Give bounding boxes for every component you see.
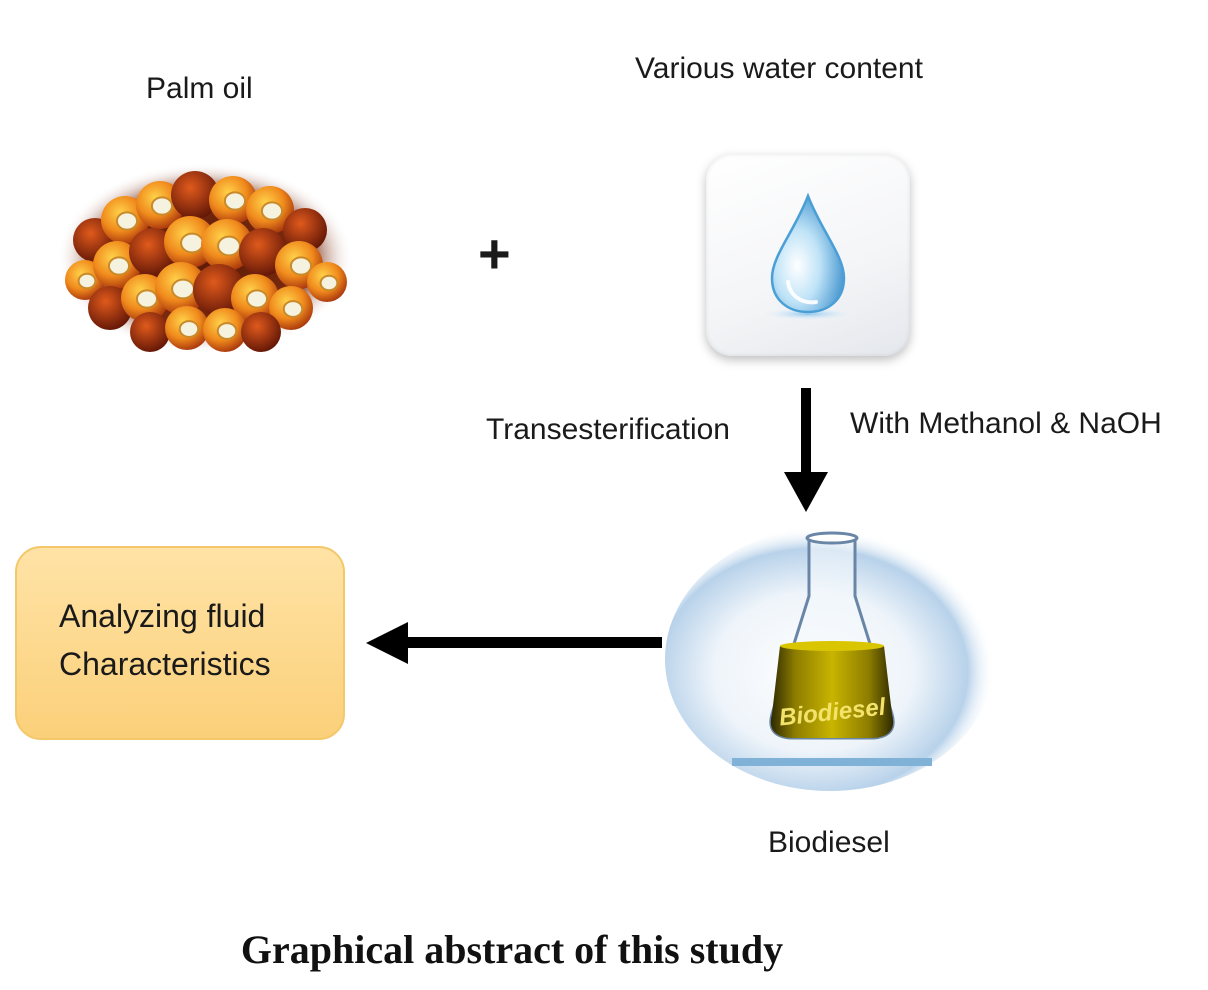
water-content-label: Various water content xyxy=(635,52,923,85)
palm-kernel xyxy=(217,235,241,257)
palm-kernel xyxy=(216,322,238,340)
palm-fruit xyxy=(241,312,281,352)
palm-kernel xyxy=(289,256,313,276)
palm-fruit xyxy=(283,208,327,252)
palm-kernel xyxy=(223,191,247,211)
palm-kernel xyxy=(171,278,195,300)
figure-caption: Graphical abstract of this study xyxy=(240,927,784,972)
palm-fruit xyxy=(171,171,219,219)
down-arrow-icon xyxy=(784,388,828,512)
palm-kernel xyxy=(245,289,269,309)
analysis-line-2: Characteristics xyxy=(59,646,271,682)
water-drop-tile xyxy=(706,154,910,356)
palm-kernel xyxy=(77,272,97,290)
analysis-line-1: Analyzing fluid xyxy=(59,598,266,634)
palm-kernel xyxy=(282,300,304,318)
analysis-box: Analyzing fluid Characteristics xyxy=(15,546,345,740)
palm-fruit xyxy=(130,312,170,352)
palm-fruit xyxy=(239,228,287,276)
palm-kernel xyxy=(135,289,159,309)
palm-kernel xyxy=(319,274,339,292)
flask-icon: Biodiesel xyxy=(665,527,995,791)
transesterification-label: Transesterification xyxy=(486,413,730,446)
palm-kernel xyxy=(115,211,139,231)
palm-fruit-image xyxy=(57,163,353,353)
biodiesel-label: Biodiesel xyxy=(768,826,890,859)
water-drop-icon xyxy=(756,192,860,321)
palm-kernel xyxy=(178,320,200,338)
palm-kernel xyxy=(260,201,284,221)
reagents-label: With Methanol & NaOH xyxy=(850,407,1162,440)
palm-fruit xyxy=(88,286,132,330)
palm-kernel xyxy=(150,196,174,216)
palm-kernel xyxy=(180,232,204,254)
left-arrow-icon xyxy=(366,622,662,664)
plus-sign: + xyxy=(478,222,511,285)
palm-oil-label: Palm oil xyxy=(146,72,253,105)
palm-kernel xyxy=(107,256,131,276)
